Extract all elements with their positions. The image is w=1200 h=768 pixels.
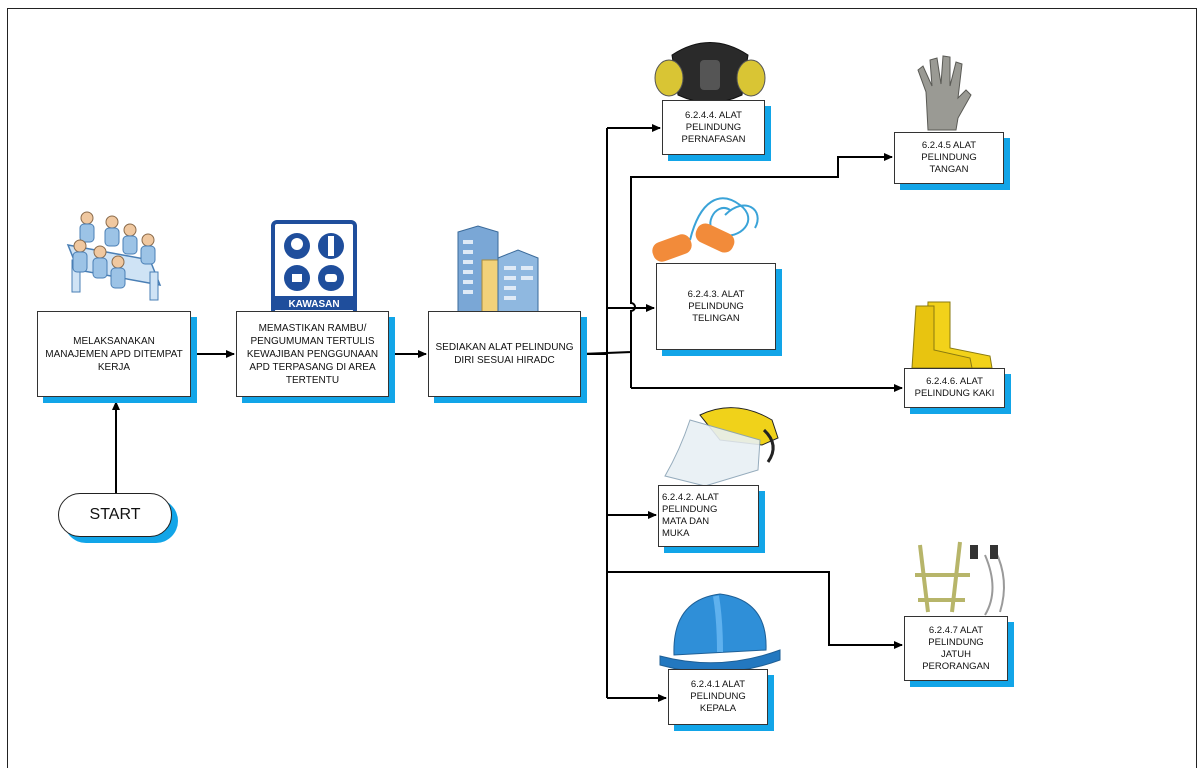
- node-ear-protection: 6.2.4.3. ALAT PELINDUNG TELINGAN: [656, 263, 776, 350]
- face-shield-icon: [664, 407, 779, 487]
- start-terminator: START: [58, 493, 172, 537]
- arrow-to-fall: [607, 571, 903, 649]
- respirator-icon: [654, 42, 766, 103]
- node-signage-label: MEMASTIKAN RAMBU/ PENGUMUMAN TERTULIS KE…: [246, 322, 379, 386]
- node-respiratory-label: 6.2.4.4. ALAT PELINDUNG PERNAFASAN: [681, 109, 746, 145]
- meeting-icon: [66, 211, 162, 301]
- node-signage: MEMASTIKAN RAMBU/ PENGUMUMAN TERTULIS KE…: [236, 311, 389, 397]
- node-foot-protection: 6.2.4.6. ALAT PELINDUNG KAKI: [904, 368, 1005, 408]
- node-respiratory-protection: 6.2.4.4. ALAT PELINDUNG PERNAFASAN: [662, 100, 765, 155]
- earplugs-icon: [652, 197, 759, 262]
- node-head-label: 6.2.4.1 ALAT PELINDUNG KEPALA: [690, 679, 746, 714]
- arrow-to-hand: [580, 153, 893, 355]
- buildings-icon: [457, 225, 539, 313]
- node-ear-label: 6.2.4.3. ALAT PELINDUNG TELINGAN: [687, 288, 745, 324]
- node-provide-ppe-label: SEDIAKAN ALAT PELINDUNG DIRI SESUAI HIRA…: [435, 342, 574, 366]
- harness-icon: [915, 541, 1005, 616]
- node-fall-protection: 6.2.4.7 ALAT PELINDUNG JATUH PERORANGAN: [904, 616, 1008, 681]
- node-fall-label: 6.2.4.7 ALAT PELINDUNG JATUH PERORANGAN: [922, 624, 990, 672]
- node-manage-ppe: MELAKSANAKAN MANAJEMEN APD DITEMPAT KERJ…: [37, 311, 191, 397]
- hard-hat-icon: [659, 593, 781, 673]
- safety-sign-icon: KAWASAN: [271, 220, 357, 316]
- node-provide-ppe: SEDIAKAN ALAT PELINDUNG DIRI SESUAI HIRA…: [428, 311, 581, 397]
- glove-icon: [917, 55, 972, 131]
- node-eye-face-label: 6.2.4.2. ALAT PELINDUNG MATA DAN MUKA: [662, 492, 719, 539]
- node-hand-protection: 6.2.4.5 ALAT PELINDUNG TANGAN: [894, 132, 1004, 184]
- node-head-protection: 6.2.4.1 ALAT PELINDUNG KEPALA: [668, 669, 768, 725]
- node-foot-label: 6.2.4.6. ALAT PELINDUNG KAKI: [914, 376, 995, 399]
- node-hand-label: 6.2.4.5 ALAT PELINDUNG TANGAN: [921, 140, 977, 175]
- node-manage-ppe-label: MELAKSANAKAN MANAJEMEN APD DITEMPAT KERJ…: [45, 335, 183, 373]
- node-eye-face-protection: 6.2.4.2. ALAT PELINDUNG MATA DAN MUKA: [658, 485, 759, 547]
- start-label: START: [89, 506, 141, 523]
- page-frame: [7, 8, 1197, 768]
- boot-icon: [911, 301, 993, 369]
- sign-text: KAWASAN: [288, 299, 339, 310]
